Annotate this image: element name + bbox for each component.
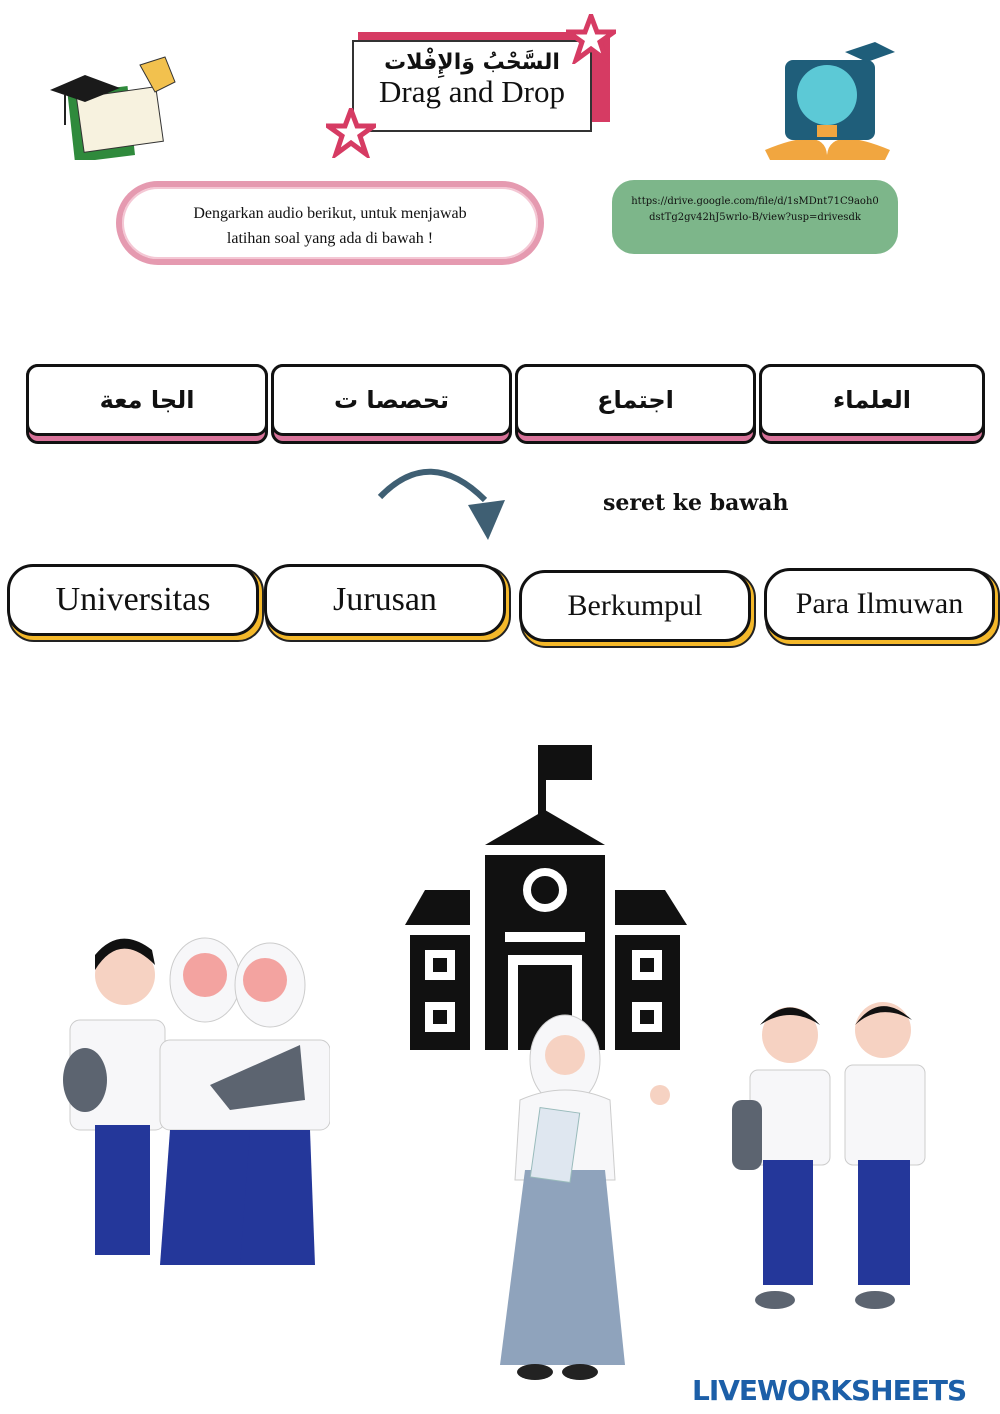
logo-text: LIVEWORKSHEETS: [692, 1374, 967, 1407]
audio-link-text[interactable]: https://drive.google.com/file/d/1sMDnt71…: [631, 196, 879, 223]
arabic-word[interactable]: العلماء: [759, 364, 985, 436]
curved-arrow-icon: [377, 468, 505, 540]
two-students-illustration: [732, 1002, 926, 1309]
answer-slot-1: Universitas: [7, 564, 264, 642]
answer-word[interactable]: Universitas: [7, 564, 259, 636]
star-icon: [326, 108, 376, 158]
answer-word[interactable]: Para Ilmuwan: [764, 568, 995, 640]
liveworksheets-logo: LIVEWORKSHEETS: [692, 1374, 967, 1407]
answer-slot-4: Para Ilmuwan: [764, 568, 1000, 646]
arabic-card-4: العلماء: [759, 364, 985, 444]
audio-link[interactable]: https://drive.google.com/file/d/1sMDnt71…: [612, 180, 898, 254]
title-box: السَّحْبُ وَالإِفْلات Drag and Drop: [352, 40, 592, 132]
arabic-card-3: اجتماع: [515, 364, 756, 444]
star-icon: [566, 14, 616, 64]
title-arabic: السَّحْبُ وَالإِفْلات: [384, 50, 560, 75]
answer-word[interactable]: Berkumpul: [519, 570, 751, 642]
instruction-text: Dengarkan audio berikut, untuk menjawab …: [193, 205, 467, 247]
instruction-box: Dengarkan audio berikut, untuk menjawab …: [116, 181, 544, 265]
students-group-illustration: [63, 937, 330, 1265]
answer-slot-3: Berkumpul: [519, 570, 756, 648]
answer-word[interactable]: Jurusan: [264, 564, 506, 636]
arabic-card-2: تحصصا ت: [271, 364, 512, 444]
school-building-icon: [405, 745, 687, 1050]
brain-book-icon: [765, 42, 895, 160]
arabic-word[interactable]: اجتماع: [515, 364, 756, 436]
page-title: Drag and Drop: [379, 74, 565, 109]
arabic-word[interactable]: تحصصا ت: [271, 364, 512, 436]
arabic-card-1: الجا معة: [26, 364, 268, 444]
hint-text: seret ke bawah: [603, 490, 789, 516]
arabic-word[interactable]: الجا معة: [26, 364, 268, 436]
answer-slot-2: Jurusan: [264, 564, 511, 642]
teacher-illustration: [500, 1014, 670, 1380]
graduation-book-icon: [50, 56, 176, 160]
